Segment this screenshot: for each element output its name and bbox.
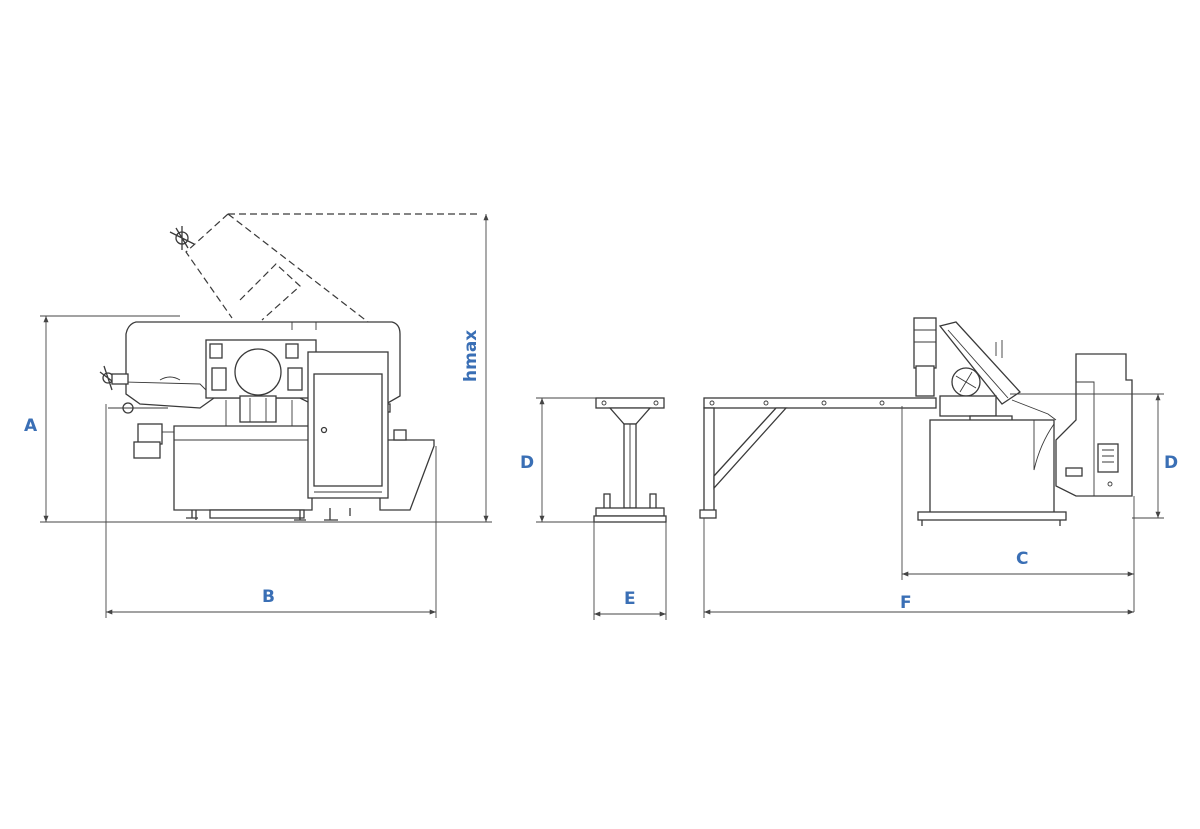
front-handwheel [99, 365, 168, 414]
dimension-D-left [536, 397, 596, 523]
roller-table [699, 397, 937, 519]
label-A: A [24, 416, 38, 436]
saw-front-view [99, 213, 478, 521]
label-D-left: D [520, 453, 534, 473]
dimension-B [105, 404, 437, 618]
label-D-right: D [1164, 453, 1178, 473]
label-E: E [624, 589, 636, 609]
control-cabinet [307, 351, 389, 499]
label-F: F [900, 593, 912, 613]
label-hmax: hmax [461, 330, 481, 382]
raised-arm-outline [169, 213, 478, 323]
dimension-C [901, 406, 1135, 612]
label-B: B [262, 587, 275, 607]
saw-base [173, 403, 435, 521]
support-stand [593, 397, 667, 523]
dimension-F [703, 518, 1134, 618]
label-C: C [1016, 549, 1028, 569]
saw-side-view [913, 317, 1133, 526]
blade-guide-block [205, 339, 317, 426]
dimension-hmax [436, 213, 492, 523]
dimension-E [593, 522, 667, 620]
dimension-D-right [1010, 393, 1164, 519]
vise [133, 423, 176, 459]
